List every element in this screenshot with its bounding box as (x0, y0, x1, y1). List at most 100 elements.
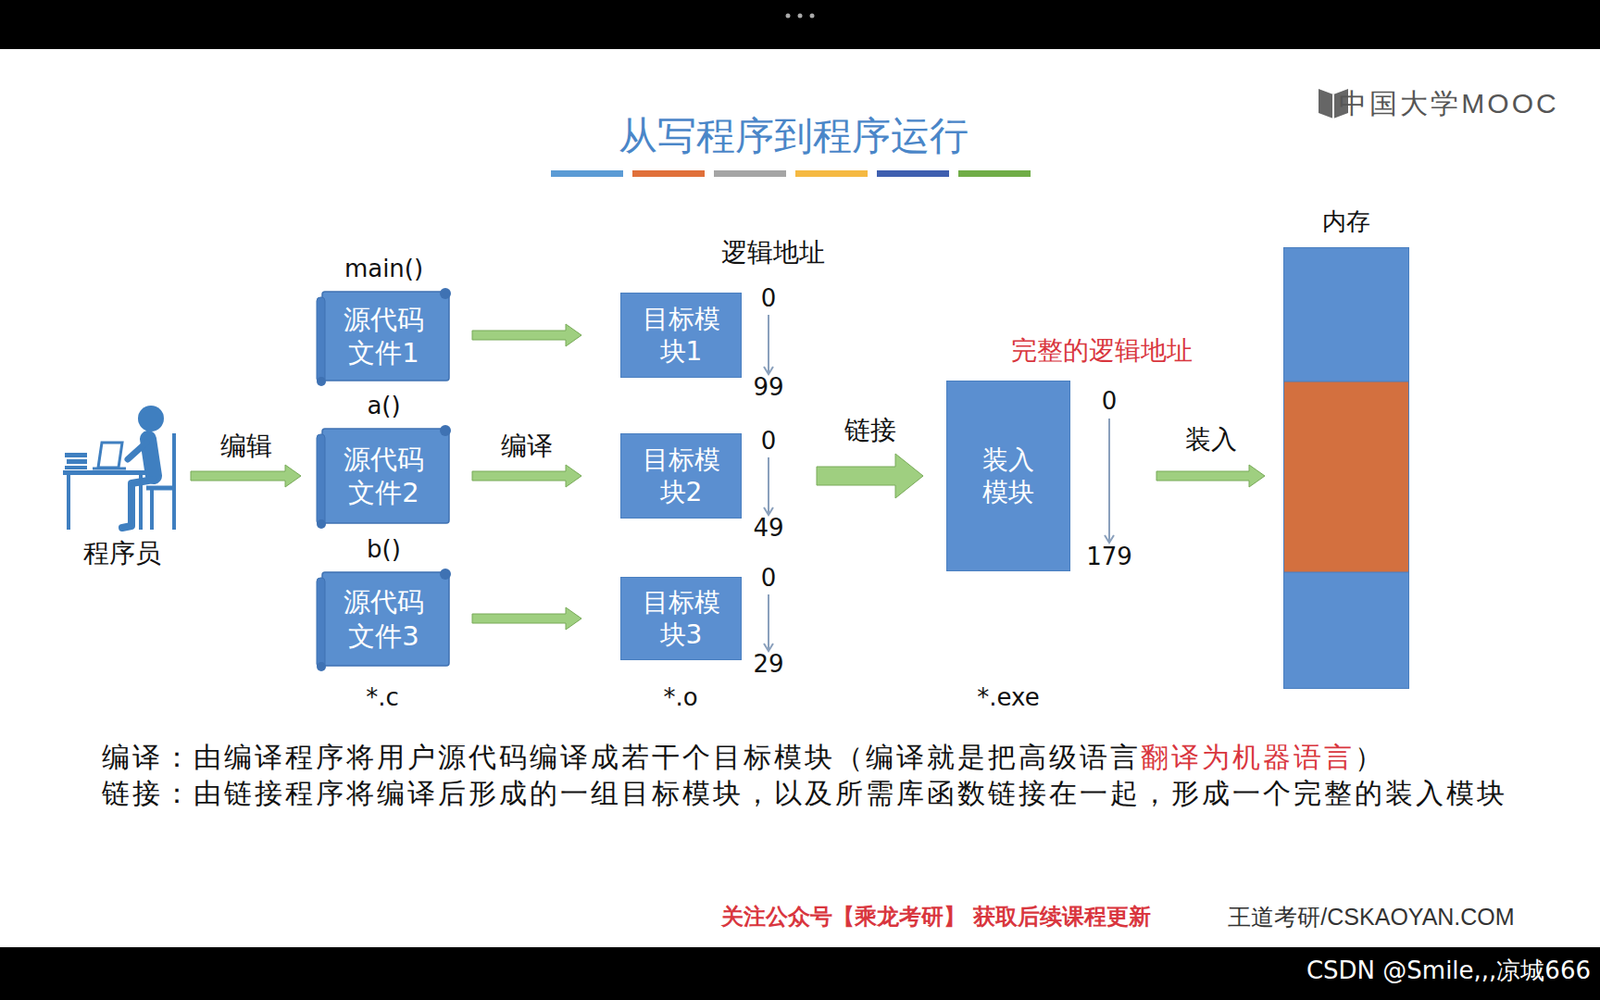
flow-arrow (816, 453, 924, 499)
node-shape (316, 423, 451, 529)
node-shape (946, 380, 1071, 572)
down-arrow (763, 457, 774, 515)
load-module: 装入 模块 (946, 380, 1071, 572)
watermark: CSDN @Smile,,,凉城666 (1306, 956, 1591, 986)
laptop-screen (98, 442, 123, 468)
flow-arrow (472, 607, 582, 630)
node-shape (1283, 247, 1410, 689)
box-fill (621, 293, 742, 378)
object-module: 目标模 块3 (620, 576, 742, 661)
color-bar (876, 170, 950, 177)
color-bar (550, 170, 624, 177)
color-bar (632, 170, 705, 177)
node-shape (316, 286, 451, 387)
scroll-curl (439, 425, 451, 437)
node-label: 源代码 文件3 (327, 585, 440, 653)
memory-border (1284, 248, 1410, 689)
node-label: 装入 模块 (959, 443, 1058, 509)
note-text: 编译：由编译程序将用户源代码编译成若干个目标模块（编译就是把高级语言 (101, 740, 1141, 774)
edge-label: 编译 (497, 430, 557, 463)
object-module: 目标模 块2 (620, 433, 742, 519)
top-bar (0, 0, 1600, 50)
node-label: 目标模 块2 (629, 443, 733, 509)
address-number: 0 (761, 563, 777, 593)
dot (786, 13, 791, 19)
scroll-curl (316, 519, 326, 529)
band-divider (1283, 381, 1410, 383)
file-extension: *.exe (976, 683, 1039, 713)
desk-leg (66, 475, 71, 530)
book (64, 452, 88, 458)
address-number: 29 (752, 650, 784, 679)
source-file: b()源代码 文件3 (316, 566, 451, 672)
desk-top (62, 470, 149, 475)
scroll-curl (439, 287, 451, 300)
box-fill (621, 434, 742, 519)
title-color-bars (550, 170, 1031, 177)
node-label: 源代码 文件1 (327, 302, 440, 371)
box-fill (947, 381, 1071, 572)
dot (798, 13, 803, 19)
node-label: 目标模 块3 (629, 586, 733, 651)
color-bar (958, 170, 1031, 177)
down-arrow (763, 314, 774, 375)
dot (810, 13, 815, 19)
axis-heading: 完整的逻辑地址 (1011, 335, 1193, 367)
head (137, 405, 164, 432)
node-heading: main() (344, 254, 424, 283)
node-label: 源代码 文件2 (327, 442, 440, 511)
memory-column: 内存 (1283, 247, 1410, 689)
note-highlight: 翻译为机器语言 (1140, 740, 1355, 774)
down-arrow (763, 594, 774, 651)
node-heading: a() (366, 391, 400, 420)
scroll-curl (316, 662, 326, 672)
scroll-curl (316, 376, 326, 387)
address-number: 0 (1101, 387, 1118, 416)
flow-arrow (190, 464, 301, 488)
source-file: a()源代码 文件2 (316, 423, 451, 529)
logo-text: 中国大学MOOC (1338, 87, 1559, 121)
edge-label: 链接 (840, 414, 900, 447)
scroll-body (322, 428, 450, 524)
scroll-curl (439, 568, 451, 580)
programmer: 程序员 (61, 408, 184, 570)
book (66, 459, 88, 464)
laptop-base (92, 467, 126, 471)
memory-band (1283, 381, 1410, 573)
book (64, 465, 88, 470)
edge-label: 装入 (1181, 424, 1241, 456)
arm (127, 442, 147, 460)
node-heading: 内存 (1322, 205, 1371, 238)
color-bar (795, 170, 868, 177)
footer-brand: 王道考研/CSKAOYAN.COM (1227, 902, 1514, 931)
slide-title: 从写程序到程序运行 (618, 112, 969, 160)
box-fill (621, 577, 742, 661)
scroll-roll (316, 297, 325, 383)
address-number: 0 (761, 426, 777, 456)
edge-label: 编辑 (216, 430, 276, 463)
scroll-roll (316, 577, 325, 668)
address-number: 0 (761, 284, 777, 313)
chair-leg (150, 487, 154, 530)
book-spine (1332, 94, 1335, 119)
node-label: 目标模 块1 (629, 302, 733, 368)
footer-promo: 关注公众号【乘龙考研】 获取后续课程更新 (721, 903, 1151, 931)
object-module: 目标模 块1 (620, 292, 742, 378)
node-label: 程序员 (83, 537, 162, 570)
note-line: 编译：由编译程序将用户源代码编译成若干个目标模块（编译就是把高级语言翻译为机器语… (101, 740, 1386, 775)
flow-arrow (472, 464, 582, 488)
file-extension: *.o (662, 683, 698, 713)
programmer-illustration (62, 405, 176, 530)
torso (148, 438, 154, 476)
band-divider (1283, 572, 1410, 574)
memory-band (1283, 247, 1410, 382)
down-arrow (1104, 418, 1114, 543)
note-text: 链接：由链接程序将编译后形成的一组目标模块，以及所需库函数链接在一起，形成一个完… (101, 776, 1508, 811)
color-bar (713, 170, 787, 177)
address-number: 49 (752, 513, 784, 543)
chair-back (172, 433, 176, 530)
node-shape (316, 566, 451, 672)
source-file: main()源代码 文件1 (316, 286, 451, 387)
file-extension: *.c (365, 683, 400, 713)
